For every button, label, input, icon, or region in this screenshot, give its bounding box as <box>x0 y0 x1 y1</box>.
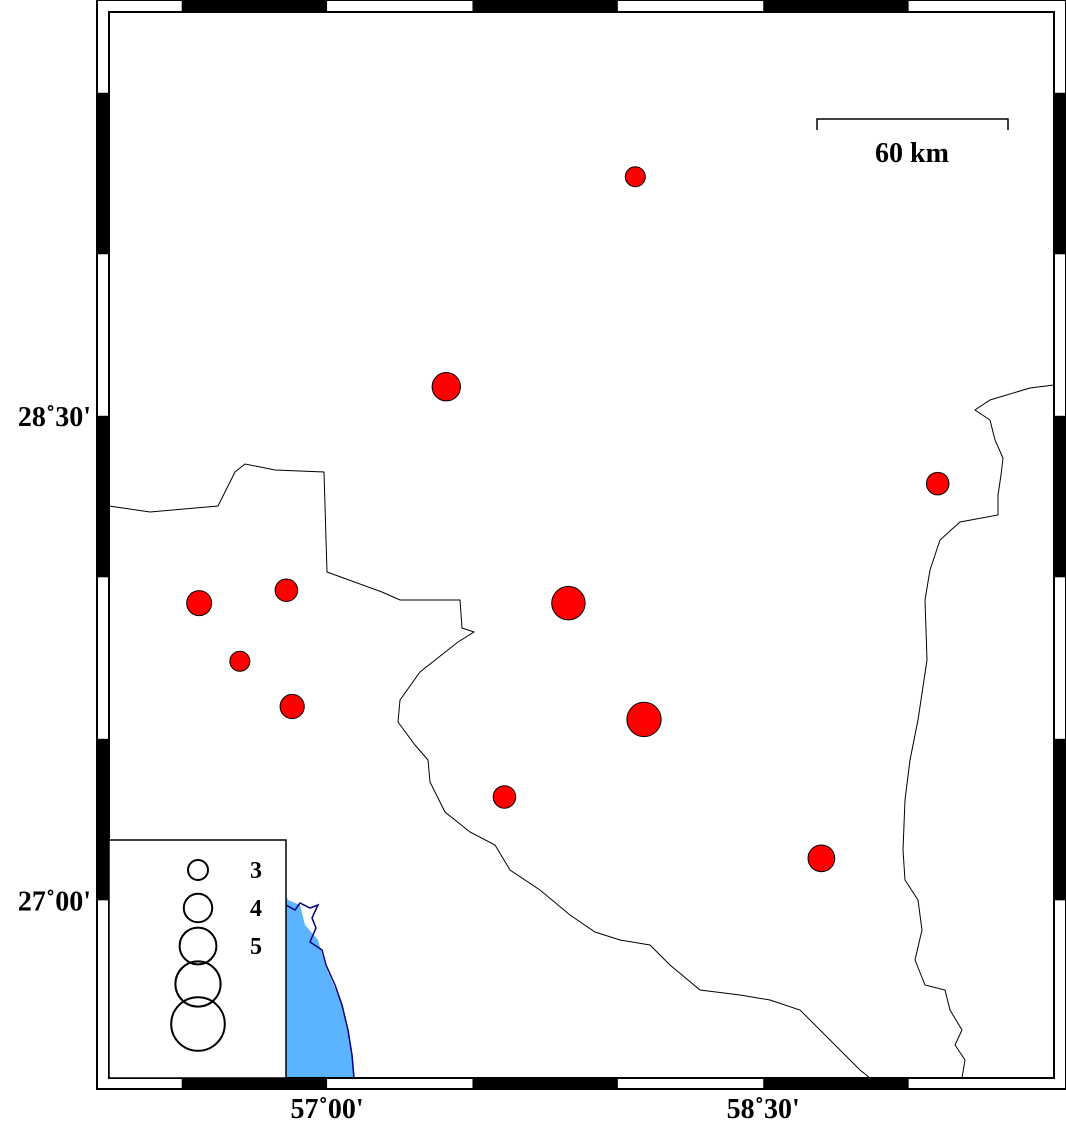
scale-bar-line <box>816 118 1009 130</box>
magnitude-legend: 3 4 5 <box>108 839 287 1079</box>
frame-bar-left <box>97 92 109 255</box>
frame-bar-left <box>97 415 109 578</box>
earthquake-marker <box>551 585 586 621</box>
earthquake-marker <box>279 693 305 720</box>
earthquake-events <box>186 166 950 873</box>
sea-area <box>280 885 354 1078</box>
earthquake-marker <box>186 590 213 617</box>
earthquake-marker <box>229 650 251 672</box>
frame-bar-bottom <box>763 1078 909 1089</box>
scale-bar-label: 60 km <box>875 138 949 169</box>
earthquake-marker <box>274 578 299 602</box>
legend-label: 3 <box>250 858 262 884</box>
earthquake-marker <box>807 844 836 873</box>
legend-label: 4 <box>250 896 262 922</box>
legend-label: 5 <box>250 934 262 960</box>
frame-bar-right <box>1054 738 1066 901</box>
frame-bar-bottom <box>181 1078 328 1089</box>
earthquake-marker <box>925 471 950 496</box>
frame-ticks <box>97 0 1066 1089</box>
y-tick-label: 27˚00' <box>18 886 91 917</box>
legend-symbol <box>178 926 218 966</box>
frame-bar-bottom <box>472 1078 618 1089</box>
earthquake-marker <box>626 701 662 738</box>
border-line-east <box>902 384 1055 1079</box>
scale-bar: 60 km <box>816 118 1009 169</box>
earthquake-marker <box>624 166 646 188</box>
coastline <box>285 902 355 1079</box>
legend-symbol <box>187 859 209 881</box>
frame-bar-top <box>472 0 618 12</box>
frame-bar-left <box>97 738 109 901</box>
frame-bar-right <box>1054 92 1066 255</box>
frame-bar-right <box>1054 415 1066 578</box>
x-tick-label: 57˚00' <box>291 1094 364 1125</box>
frame-bar-top <box>181 0 328 12</box>
legend-symbol <box>182 892 214 924</box>
earthquake-marker <box>431 372 461 402</box>
tick-labels: 57˚00' 58˚30' 28˚30' 27˚00' <box>18 402 800 1125</box>
x-tick-label: 58˚30' <box>727 1094 800 1125</box>
earthquake-marker <box>492 785 517 809</box>
frame-bar-top <box>763 0 909 12</box>
y-tick-label: 28˚30' <box>18 402 91 433</box>
map-frame <box>96 0 1066 1090</box>
border-line-west <box>108 463 871 1079</box>
legend-items: 3 4 5 <box>170 858 262 1052</box>
legend-symbol <box>170 996 226 1052</box>
legend-symbol <box>174 960 222 1008</box>
